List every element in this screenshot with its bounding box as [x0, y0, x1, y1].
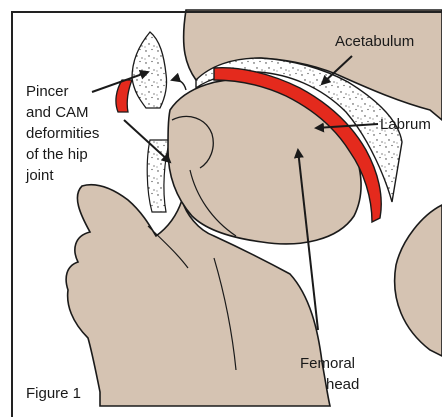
femoral-head-label-line-1: Femoral — [300, 355, 355, 372]
figure-caption: Figure 1 — [26, 385, 81, 402]
pincer-rim-bone — [132, 32, 167, 108]
pincer-deformity — [116, 80, 132, 112]
pincer-label-line-4: of the hip — [26, 146, 88, 163]
pincer-label-line-3: deformities — [26, 125, 99, 142]
labrum-label: Labrum — [380, 116, 431, 133]
ischium-bone — [395, 205, 442, 356]
femoral-head-label-line-2: head — [326, 376, 359, 393]
pincer-label-line-1: Pincer — [26, 83, 69, 100]
acetabulum-label: Acetabulum — [335, 33, 414, 50]
pincer-label-line-2: and CAM — [26, 104, 89, 121]
femoral-head — [168, 79, 361, 244]
curved-arrow — [172, 79, 186, 90]
pincer-label-line-5: joint — [25, 167, 54, 184]
